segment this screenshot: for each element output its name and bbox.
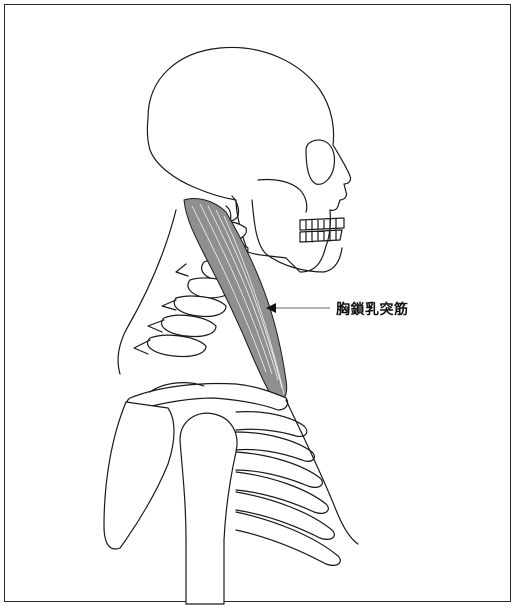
rib-cage xyxy=(236,400,358,565)
scapula xyxy=(104,402,174,549)
humerus xyxy=(180,413,237,604)
skull xyxy=(147,47,350,272)
structure-label: 胸鎖乳突筋 xyxy=(336,299,409,319)
